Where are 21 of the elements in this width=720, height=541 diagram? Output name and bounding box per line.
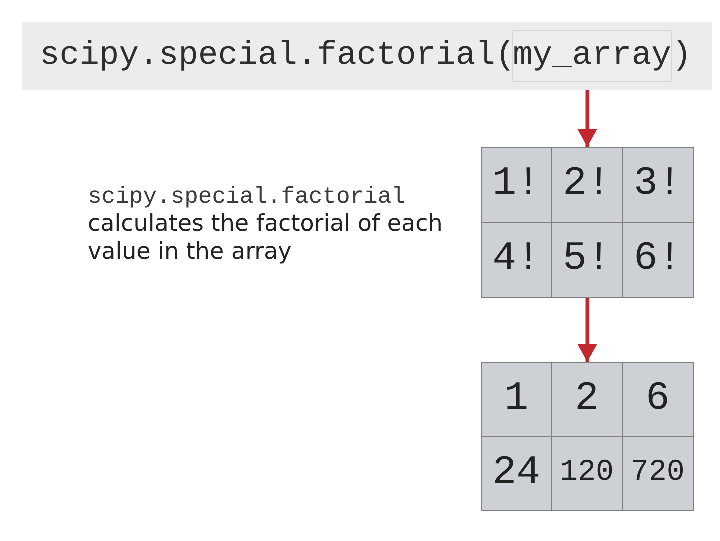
result-grid bbox=[481, 362, 694, 511]
argument-highlight: my_array bbox=[512, 30, 672, 82]
array-cell: 720 bbox=[622, 436, 693, 510]
array-cell: 1! bbox=[482, 148, 552, 222]
array-cell: 2! bbox=[552, 148, 623, 222]
function-name: scipy.special.factorial bbox=[88, 183, 406, 211]
array-cell: 6! bbox=[622, 222, 693, 297]
code-text: ) bbox=[672, 36, 692, 76]
arrow bbox=[578, 298, 598, 362]
code-band bbox=[22, 22, 712, 90]
array-cell: 6 bbox=[622, 363, 693, 436]
array-cell: 5! bbox=[552, 222, 623, 297]
description-text: calculates the factorial of each value in the array bbox=[88, 210, 444, 266]
array-cell: 1 bbox=[482, 363, 552, 436]
array-grid bbox=[481, 147, 694, 298]
arrow bbox=[578, 90, 598, 147]
array-cell: 2 bbox=[552, 363, 623, 436]
array-cell: 24 bbox=[482, 436, 552, 510]
array-cell: 4! bbox=[482, 222, 552, 297]
array-cell: 3! bbox=[622, 148, 693, 222]
array-cell: 120 bbox=[552, 436, 623, 510]
